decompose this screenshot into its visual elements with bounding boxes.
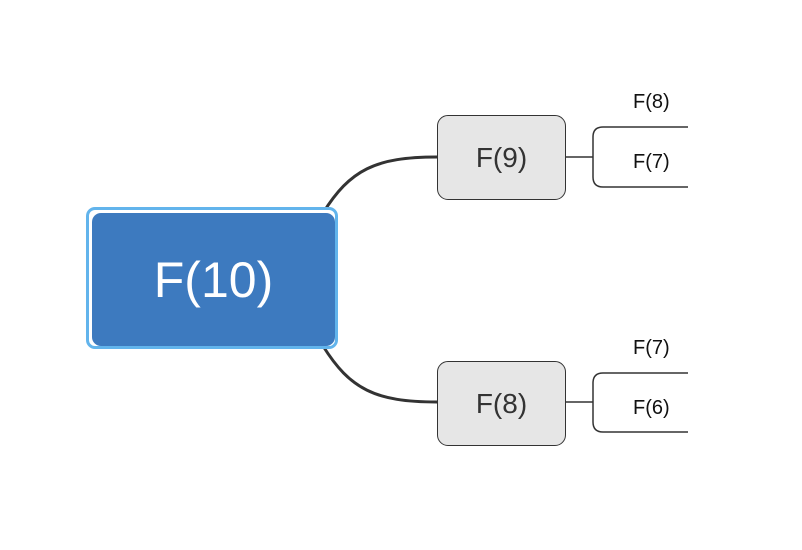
bracket-f9-leaves [592, 126, 688, 188]
root-node[interactable]: F(10) [92, 213, 335, 346]
connector-root-to-f9 [321, 155, 438, 214]
child-node-f8[interactable]: F(8) [437, 361, 566, 446]
root-node-label: F(10) [153, 251, 274, 308]
child-node-f9[interactable]: F(9) [437, 115, 566, 200]
child-node-label: F(8) [475, 387, 528, 419]
connector-root-to-f8 [321, 345, 438, 404]
leaf-node-f8-first[interactable]: F(7) [633, 337, 670, 359]
child-node-label: F(9) [475, 141, 528, 173]
bracket-f8-leaves [592, 372, 688, 433]
leaf-node-f8-second[interactable]: F(6) [633, 397, 670, 419]
leaf-node-f9-first[interactable]: F(8) [633, 91, 670, 113]
leaf-node-f9-second[interactable]: F(7) [633, 151, 670, 173]
